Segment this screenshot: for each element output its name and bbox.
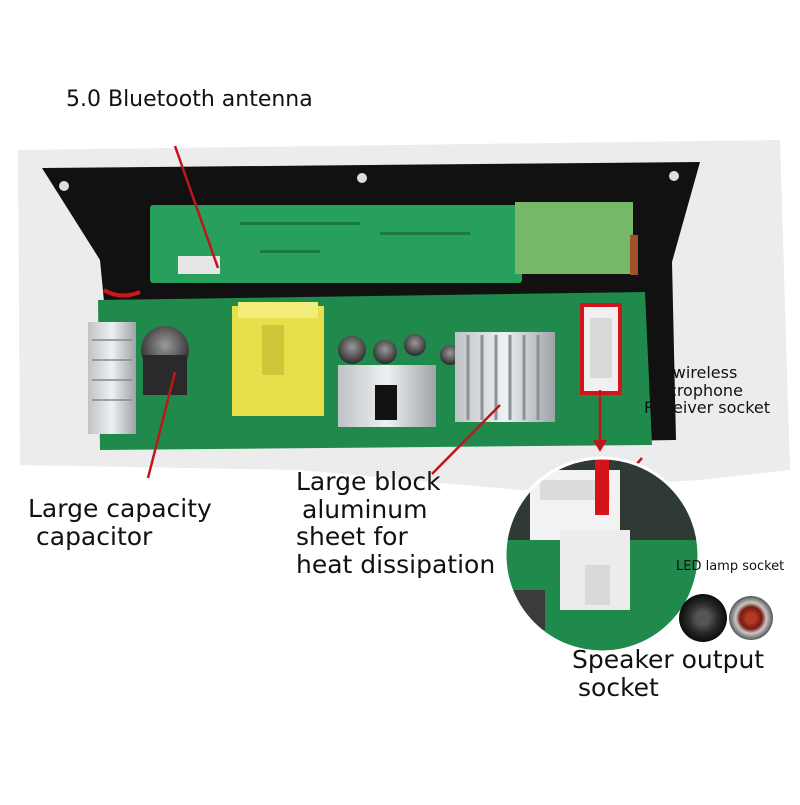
label-led-socket: LED lamp socket xyxy=(676,559,785,574)
aluminum-heatsink xyxy=(455,332,555,422)
label-line: Large block xyxy=(296,467,441,496)
label-bluetooth-antenna: 5.0 Bluetooth antenna xyxy=(66,87,313,112)
label-line: capacitor xyxy=(36,521,153,551)
led-prefix: LED xyxy=(676,559,702,574)
label-line: 5v wireless xyxy=(648,363,738,382)
label-microphone-socket: 5v wireless microphone Receiver socket xyxy=(644,363,770,417)
label-capacitor: Large capacity capacitor xyxy=(28,495,212,550)
label-line: heat dissipation xyxy=(296,549,496,579)
label-line: sheet for xyxy=(296,522,408,551)
label-speaker-socket: Speaker output socket xyxy=(572,646,764,701)
led-rest: lamp socket xyxy=(701,559,785,574)
label-line: aluminum xyxy=(302,494,428,524)
label-line: Large capacity xyxy=(28,494,212,523)
label-line: Speaker output xyxy=(572,645,765,674)
label-line: microphone xyxy=(648,380,743,400)
left-heatsink xyxy=(88,322,136,434)
label-aluminum-sheet: Large block aluminum sheet for heat diss… xyxy=(296,468,495,578)
label-line: Receiver socket xyxy=(644,398,771,418)
label-line: socket xyxy=(578,672,659,702)
